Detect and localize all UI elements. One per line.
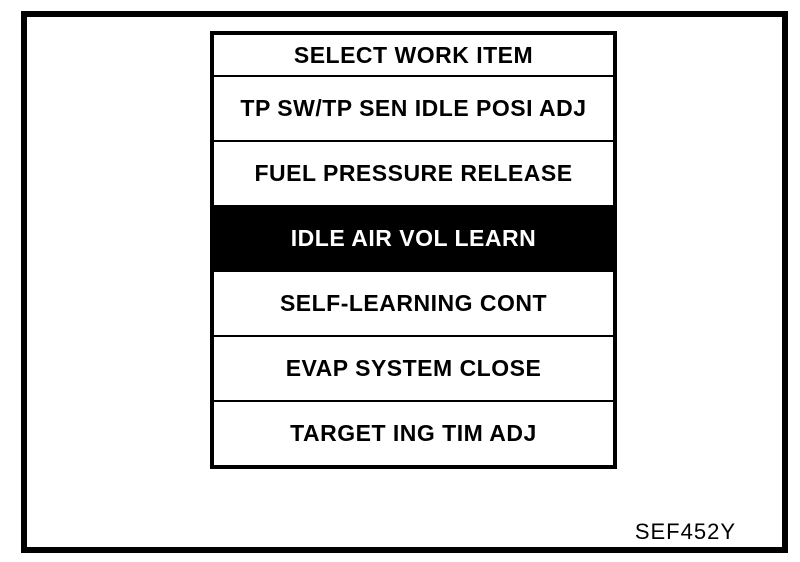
work-item-menu: SELECT WORK ITEM TP SW/TP SEN IDLE POSI …	[210, 31, 617, 469]
menu-item-2[interactable]: IDLE AIR VOL LEARN	[214, 205, 613, 270]
menu-item-4[interactable]: EVAP SYSTEM CLOSE	[214, 335, 613, 400]
figure-code: SEF452Y	[634, 519, 736, 544]
menu-title: SELECT WORK ITEM	[293, 41, 534, 68]
menu-item-1[interactable]: FUEL PRESSURE RELEASE	[214, 140, 613, 205]
figure-frame: SELECT WORK ITEM TP SW/TP SEN IDLE POSI …	[21, 11, 788, 553]
menu-item-5[interactable]: TARGET ING TIM ADJ	[214, 400, 613, 465]
menu-item-0[interactable]: TP SW/TP SEN IDLE POSI ADJ	[214, 75, 613, 140]
menu-item-3[interactable]: SELF-LEARNING CONT	[214, 270, 613, 335]
